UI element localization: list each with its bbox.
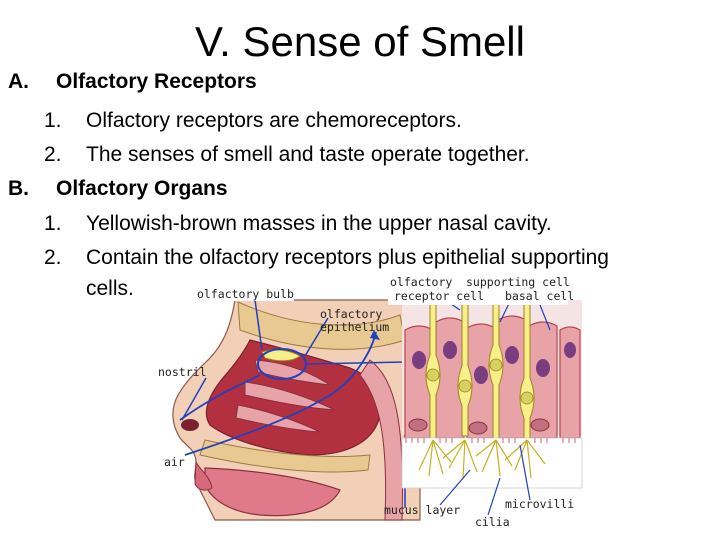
list-item: 2. Contain the olfactory receptors plus e… <box>44 246 609 270</box>
label-olfactory-epithelium-line1: olfactory <box>320 307 382 321</box>
nasal-cavity-illustration <box>172 299 421 521</box>
label-air: air <box>164 455 185 469</box>
section-b-heading: B. Olfactory Organs <box>8 177 228 201</box>
label-basal-cell: basal cell <box>505 289 574 303</box>
list-item: 2. The senses of smell and taste operate … <box>44 143 530 167</box>
label-olfactory-receptor-cell-line2: receptor cell <box>394 289 484 303</box>
label-olfactory-epithelium-line2: epithelium <box>320 320 389 334</box>
list-item-text: Contain the olfactory receptors plus epi… <box>86 246 609 269</box>
list-item-text: The senses of smell and taste operate to… <box>86 143 530 166</box>
section-b-title: Olfactory Organs <box>56 177 228 200</box>
label-supporting-cell: supporting cell <box>466 275 570 289</box>
list-item: 1. Olfactory receptors are chemoreceptors… <box>44 109 462 133</box>
list-item-text: Olfactory receptors are chemoreceptors. <box>86 109 462 132</box>
label-cilia: cilia <box>475 515 510 529</box>
label-olfactory-bulb: olfactory bulb <box>197 287 294 301</box>
section-a-title: Olfactory Receptors <box>56 70 257 93</box>
section-b-marker: B. <box>8 177 29 200</box>
list-item-text: Yellowish-brown masses in the upper nasa… <box>86 212 552 235</box>
list-item: 1. Yellowish-brown masses in the upper na… <box>44 212 552 236</box>
epithelium-illustration <box>401 295 583 489</box>
section-a-marker: A. <box>8 70 29 93</box>
label-mucus-layer: mucus layer <box>384 503 460 517</box>
section-a-heading: A. Olfactory Receptors <box>8 70 257 94</box>
list-item-continuation: cells. <box>86 277 134 300</box>
label-nostril: nostril <box>158 365 206 379</box>
list-item-marker: 2. <box>44 246 62 269</box>
list-item-marker: 1. <box>44 212 62 235</box>
label-microvilli: microvilli <box>505 497 574 511</box>
list-item-marker: 2. <box>44 143 62 166</box>
list-item-marker: 1. <box>44 109 62 132</box>
slide-title: V. Sense of Smell <box>195 18 525 65</box>
label-olfactory-receptor-cell-line1: olfactory <box>390 275 452 289</box>
